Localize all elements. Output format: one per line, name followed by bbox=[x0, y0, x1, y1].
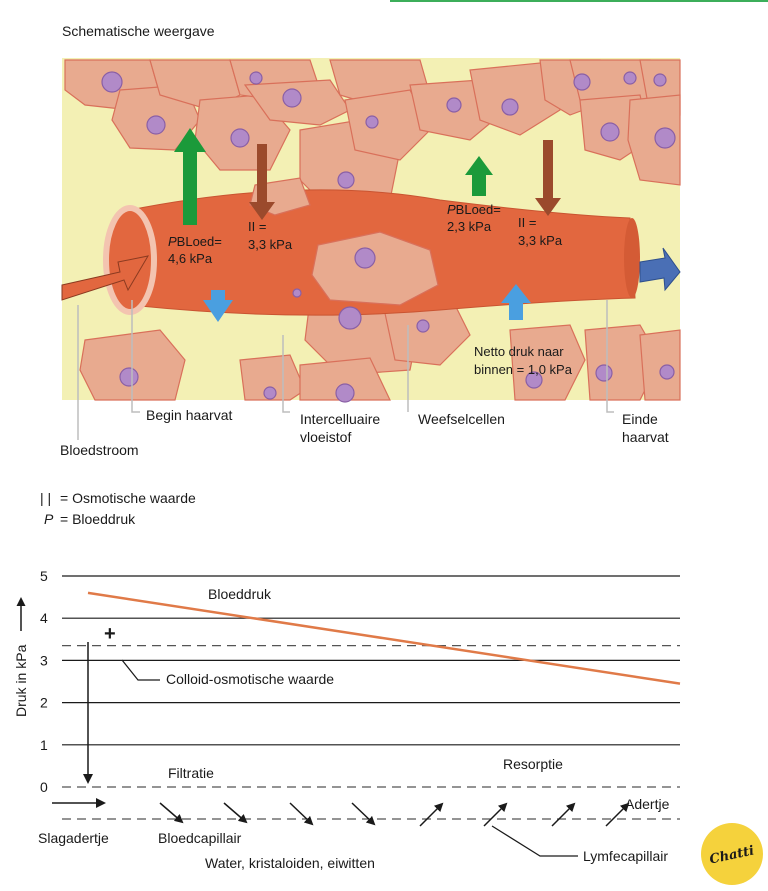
green-arrow-right bbox=[465, 156, 493, 196]
y-axis-label: Druk in kPa bbox=[13, 597, 29, 717]
p-bloed-right-value: 2,3 kPa bbox=[447, 219, 492, 234]
y-tick-3: 3 bbox=[40, 652, 48, 668]
y-tick-1: 1 bbox=[40, 737, 48, 753]
label-intercellulaire-1: Intercelluaire bbox=[300, 411, 380, 427]
net-pressure-line1: Netto druk naar bbox=[474, 344, 564, 359]
lymfecapillair-label: Lymfecapillair bbox=[583, 848, 668, 864]
osm-right-value: 3,3 kPa bbox=[518, 233, 563, 248]
bloedcapillair-label: Bloedcapillair bbox=[158, 830, 242, 846]
plus-sign: + bbox=[104, 623, 116, 645]
flow-arrows bbox=[52, 798, 630, 827]
label-weefselcellen: Weefselcellen bbox=[418, 411, 505, 427]
label-begin-haarvat: Begin haarvat bbox=[146, 407, 233, 423]
filtratie-label: Filtratie bbox=[168, 765, 214, 781]
capillary-illustration: PBLoed= 4,6 kPa II = 3,3 kPa PBLoed= 2,3… bbox=[61, 58, 681, 403]
pressure-chart: 0 1 2 3 4 5 Druk in kPa + Colloid-osmotische … bbox=[13, 568, 681, 871]
label-leader-lines bbox=[77, 300, 614, 440]
y-tick-5: 5 bbox=[40, 568, 48, 584]
net-pressure-line2: binnen = 1,0 kPa bbox=[474, 362, 573, 377]
legend-p-text: = Bloeddruk bbox=[60, 511, 136, 527]
logo-badge bbox=[701, 823, 763, 885]
y-tick-4: 4 bbox=[40, 610, 48, 626]
resorptie-label: Resorptie bbox=[503, 756, 563, 772]
p-bloed-left-value: 4,6 kPa bbox=[168, 251, 213, 266]
brown-arrow-left bbox=[249, 144, 275, 220]
osm-left-label: II = bbox=[248, 219, 266, 234]
y-tick-labels: 0 1 2 3 4 5 bbox=[40, 568, 48, 795]
p-bloed-right-label: PBLoed= bbox=[447, 202, 501, 217]
brown-arrow-right bbox=[535, 140, 561, 216]
diagram-title: Schematische weergave bbox=[62, 23, 215, 39]
legend-p-symbol: P bbox=[44, 511, 54, 527]
label-einde-1: Einde bbox=[622, 411, 658, 427]
slagadertje-label: Slagadertje bbox=[38, 830, 109, 846]
blood-flow-out-arrow bbox=[639, 247, 681, 292]
blue-arrow-right bbox=[501, 284, 531, 320]
blue-arrow-left bbox=[203, 290, 233, 322]
chatti-logo: Chatti bbox=[701, 823, 763, 885]
y-tick-0: 0 bbox=[40, 779, 48, 795]
colloid-leader-line bbox=[121, 659, 160, 681]
lymph-leader-line bbox=[491, 825, 578, 857]
green-arrow-left bbox=[174, 128, 206, 225]
gridlines bbox=[62, 575, 680, 746]
water-label: Water, kristaloiden, eiwitten bbox=[205, 855, 375, 871]
svg-text:Druk in kPa: Druk in kPa bbox=[13, 644, 29, 717]
y-tick-2: 2 bbox=[40, 695, 48, 711]
label-einde-2: haarvat bbox=[622, 429, 669, 445]
label-intercellulaire-2: vloeistof bbox=[300, 429, 351, 445]
osm-right-label: II = bbox=[518, 215, 536, 230]
adertje-label: Adertje bbox=[625, 796, 670, 812]
blood-pressure-line bbox=[87, 591, 681, 685]
p-bloed-left-label: PBLoed= bbox=[168, 234, 222, 249]
cell-nuclei bbox=[101, 71, 676, 403]
label-bloedstroom: Bloedstroom bbox=[60, 442, 139, 458]
blood-pressure-label: Bloeddruk bbox=[208, 586, 272, 602]
colloid-osmotic-label: Colloid-osmotische waarde bbox=[166, 671, 334, 687]
vessel-end bbox=[624, 218, 640, 298]
legend-osm-symbol: | | bbox=[40, 490, 51, 506]
legend-osm-text: = Osmotische waarde bbox=[60, 490, 196, 506]
osm-left-value: 3,3 kPa bbox=[248, 237, 293, 252]
blood-flow-in-arrow bbox=[61, 255, 149, 301]
